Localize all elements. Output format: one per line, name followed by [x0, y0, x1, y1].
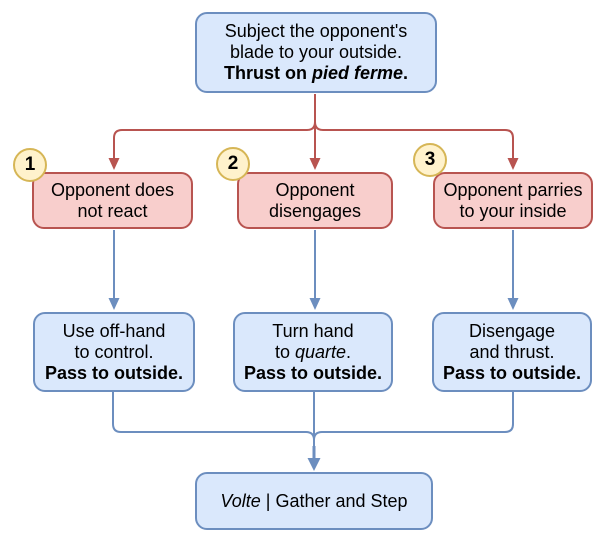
node-text-line: Pass to outside. [44, 362, 184, 383]
branch-3-number: 3 [424, 149, 436, 170]
node-text-line: Pass to outside. [442, 362, 582, 383]
node-text-line: disengages [268, 200, 362, 221]
node-text-line: Subject the opponent's [224, 21, 408, 41]
arrowhead-action-1 [108, 298, 120, 310]
node-text-line: Use off-hand [62, 320, 166, 341]
node-text-line: Opponent [275, 179, 355, 200]
node-text-line: to your inside [459, 200, 567, 221]
node-text-line: Opponent parries [443, 179, 583, 200]
arrowhead-action-2 [309, 298, 321, 310]
branch-2-badge: 2 [216, 147, 250, 181]
node-text-line: Thrust on pied ferme. [223, 63, 409, 83]
node-text-line: Disengage [468, 320, 556, 341]
node-text-line: Turn hand [272, 320, 354, 341]
edge-condition-2-to-action-2 [309, 230, 321, 310]
node-text-line: blade to your outside. [229, 42, 403, 62]
end-node: Volte | Gather and Step [195, 472, 433, 530]
node-text-line: to quarte. [274, 341, 352, 362]
edge-action-2-to-end [307, 392, 321, 471]
edge-action-1-to-end [112, 392, 315, 450]
edge-start-to-condition-1 [108, 94, 316, 170]
node-text-line: Pass to outside. [243, 362, 383, 383]
arrowhead-condition-3 [507, 158, 519, 170]
branch-3-badge: 3 [413, 143, 447, 177]
arrowhead-action-3 [507, 298, 519, 310]
node-text-line: Volte | Gather and Step [220, 490, 408, 511]
arrowhead-end [307, 458, 321, 471]
node-text-line: to control. [74, 341, 154, 362]
edge-condition-1-to-action-1 [108, 230, 120, 310]
edge-start-to-condition-3 [314, 94, 519, 170]
arrowhead-condition-2 [309, 158, 321, 170]
node-text-line: Opponent does [50, 179, 175, 200]
branch-1-badge: 1 [13, 148, 47, 182]
branch-1-number: 1 [24, 154, 36, 175]
edge-action-3-to-end [313, 392, 514, 450]
arrowhead-condition-1 [108, 158, 120, 170]
node-text-line: and thrust. [469, 341, 555, 362]
node-text-line: not react [77, 200, 148, 221]
branch-2-number: 2 [227, 153, 239, 174]
edge-condition-3-to-action-3 [507, 230, 519, 310]
